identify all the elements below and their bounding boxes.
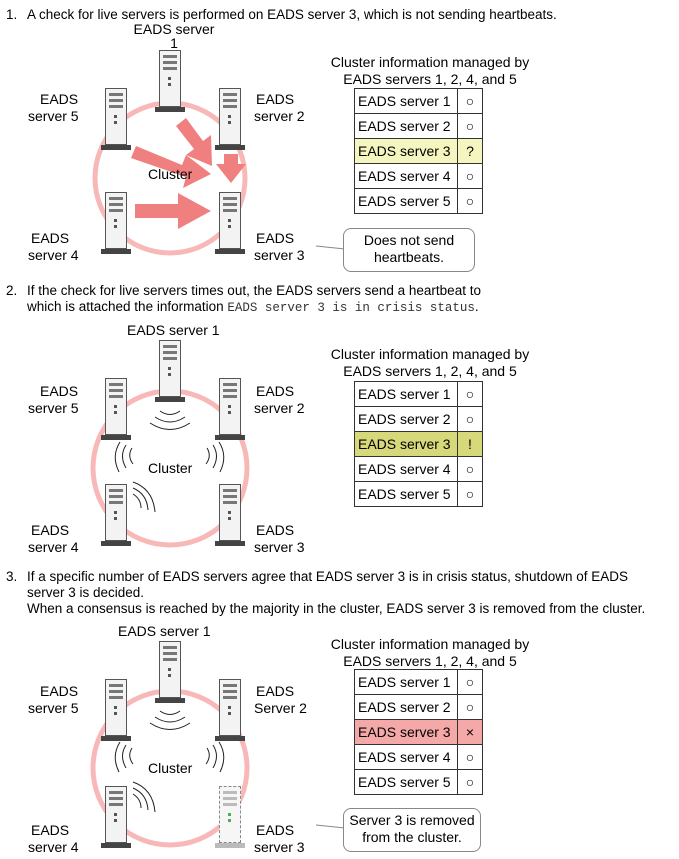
cluster-label: Cluster bbox=[148, 166, 193, 182]
step-3-text: If a specific number of EADS servers agr… bbox=[27, 569, 679, 617]
heartbeat-waves-server-2 bbox=[205, 441, 225, 473]
server-3-label-line-1: EADS bbox=[256, 230, 295, 246]
server-2-icon bbox=[215, 679, 245, 741]
table-row-crisis: EADS server 3! bbox=[354, 431, 483, 457]
server-4-label-line-2: server 4 bbox=[28, 247, 79, 263]
table-row: EADS server 2○ bbox=[354, 694, 483, 720]
crisis-status-message: EADS server 3 is in crisis status bbox=[227, 301, 475, 315]
server-2-label-line-1: EADS bbox=[256, 683, 295, 699]
step-2: 2. If the check for live servers times o… bbox=[0, 280, 679, 560]
cluster-info-table: EADS server 1○ EADS server 2○ EADS serve… bbox=[354, 381, 483, 507]
step-1: 1. A check for live servers is performed… bbox=[0, 0, 679, 280]
heartbeat-waves-server-4 bbox=[132, 781, 156, 813]
server-2-label-line-1: EADS bbox=[256, 91, 295, 107]
cluster-info-title: Cluster information managed by EADS serv… bbox=[330, 636, 530, 669]
server-5-label-line-1: EADS bbox=[40, 383, 79, 399]
table-row: EADS server 5○ bbox=[354, 188, 483, 214]
table-row: EADS server 4○ bbox=[354, 163, 483, 189]
server-3-icon bbox=[215, 192, 245, 254]
server-5-label-line-2: server 5 bbox=[28, 108, 79, 124]
table-row: EADS server 1○ bbox=[354, 381, 483, 407]
table-row: EADS server 4○ bbox=[354, 744, 483, 770]
server-4-icon bbox=[101, 192, 131, 254]
server-1-icon bbox=[155, 340, 185, 402]
arrow-from-server-1 bbox=[176, 118, 212, 166]
server-5-icon bbox=[101, 679, 131, 741]
callout-pointer bbox=[315, 245, 346, 250]
step-3-text-line-1: If a specific number of EADS servers agr… bbox=[27, 569, 628, 584]
step-2-text-line-2: which is attached the information bbox=[27, 299, 228, 314]
server-4-label-line-1: EADS bbox=[31, 522, 70, 538]
server-4-label-line-2: server 4 bbox=[28, 839, 79, 855]
server-1-label: EADS server 1 bbox=[133, 21, 215, 51]
server-5-label-line-2: server 5 bbox=[28, 700, 79, 716]
server-2-icon bbox=[215, 88, 245, 150]
table-row: EADS server 1○ bbox=[354, 88, 483, 114]
step-1-text: A check for live servers is performed on… bbox=[27, 7, 557, 22]
table-row: EADS server 1○ bbox=[354, 669, 483, 695]
step-3-text-line-3: When a consensus is reached by the major… bbox=[27, 601, 646, 616]
server-3-label-line-1: EADS bbox=[256, 822, 295, 838]
heartbeat-waves-server-4 bbox=[132, 481, 156, 513]
step-1-cluster-diagram bbox=[92, 100, 346, 256]
heartbeat-waves-server-1 bbox=[149, 710, 191, 730]
table-row: EADS server 5○ bbox=[354, 481, 483, 507]
heartbeat-waves-server-1 bbox=[149, 410, 191, 430]
server-4-label-line-1: EADS bbox=[31, 822, 70, 838]
cluster-info-title: Cluster information managed by EADS serv… bbox=[330, 54, 530, 87]
table-row-removed: EADS server 3× bbox=[354, 719, 483, 745]
server-3-icon bbox=[215, 484, 245, 546]
table-row: EADS server 4○ bbox=[354, 456, 483, 482]
table-row: EADS server 2○ bbox=[354, 113, 483, 139]
step-1-number: 1. bbox=[6, 7, 18, 22]
server-1-label: EADS server 1 bbox=[118, 623, 211, 639]
step-2-number: 2. bbox=[6, 283, 18, 298]
server-2-label-line-2: server 2 bbox=[254, 400, 305, 416]
server-1-label: EADS server 1 bbox=[127, 322, 220, 338]
server-1-icon bbox=[155, 641, 185, 703]
heartbeat-waves-server-5 bbox=[114, 741, 134, 773]
server-removed-callout: Server 3 is removed from the cluster. bbox=[343, 808, 481, 852]
server-3-removed-icon bbox=[215, 786, 245, 848]
no-heartbeat-callout: Does not send heartbeats. bbox=[343, 228, 475, 272]
server-3-label-line-1: EADS bbox=[256, 522, 295, 538]
server-5-icon bbox=[101, 88, 131, 150]
server-3-label-line-2: server 3 bbox=[254, 839, 305, 855]
cluster-info-table: EADS server 1○ EADS server 2○ EADS serve… bbox=[354, 669, 483, 795]
arrow-from-server-4 bbox=[135, 193, 211, 229]
server-2-label-line-2: Server 2 bbox=[254, 700, 307, 716]
server-4-icon bbox=[101, 484, 131, 546]
server-5-label-line-1: EADS bbox=[40, 91, 79, 107]
server-5-label-line-1: EADS bbox=[40, 683, 79, 699]
cluster-info-title: Cluster information managed by EADS serv… bbox=[330, 346, 530, 379]
server-1-icon bbox=[155, 50, 185, 112]
server-4-label-line-2: server 4 bbox=[28, 539, 79, 555]
step-2-text-end: . bbox=[474, 299, 479, 314]
server-5-label-line-2: server 5 bbox=[28, 400, 79, 416]
table-row-unknown: EADS server 3? bbox=[354, 138, 483, 164]
step-3-text-line-2: server 3 is decided. bbox=[27, 585, 145, 600]
callout-pointer bbox=[315, 824, 346, 829]
heartbeat-waves-server-5 bbox=[114, 441, 134, 473]
server-4-label-line-1: EADS bbox=[31, 230, 70, 246]
server-2-label-line-2: server 2 bbox=[254, 108, 305, 124]
step-2-text: If the check for live servers times out,… bbox=[27, 283, 679, 316]
table-row: EADS server 5○ bbox=[354, 769, 483, 795]
arrow-from-server-5 bbox=[131, 146, 211, 188]
server-5-icon bbox=[101, 378, 131, 440]
server-2-icon bbox=[215, 378, 245, 440]
step-2-text-line-1: If the check for live servers times out,… bbox=[27, 283, 481, 298]
table-row: EADS server 2○ bbox=[354, 406, 483, 432]
heartbeat-waves-server-2 bbox=[205, 741, 225, 773]
server-4-icon bbox=[101, 786, 131, 848]
server-3-label-line-2: server 3 bbox=[254, 247, 305, 263]
step-3-number: 3. bbox=[6, 569, 18, 584]
cluster-label: Cluster bbox=[148, 760, 193, 776]
arrow-from-server-2 bbox=[216, 154, 246, 183]
server-2-label-line-1: EADS bbox=[256, 383, 295, 399]
cluster-info-table: EADS server 1○ EADS server 2○ EADS serve… bbox=[354, 88, 483, 214]
cluster-label: Cluster bbox=[148, 460, 193, 476]
server-3-label-line-2: server 3 bbox=[254, 539, 305, 555]
step-3: 3. If a specific number of EADS servers … bbox=[0, 566, 679, 859]
